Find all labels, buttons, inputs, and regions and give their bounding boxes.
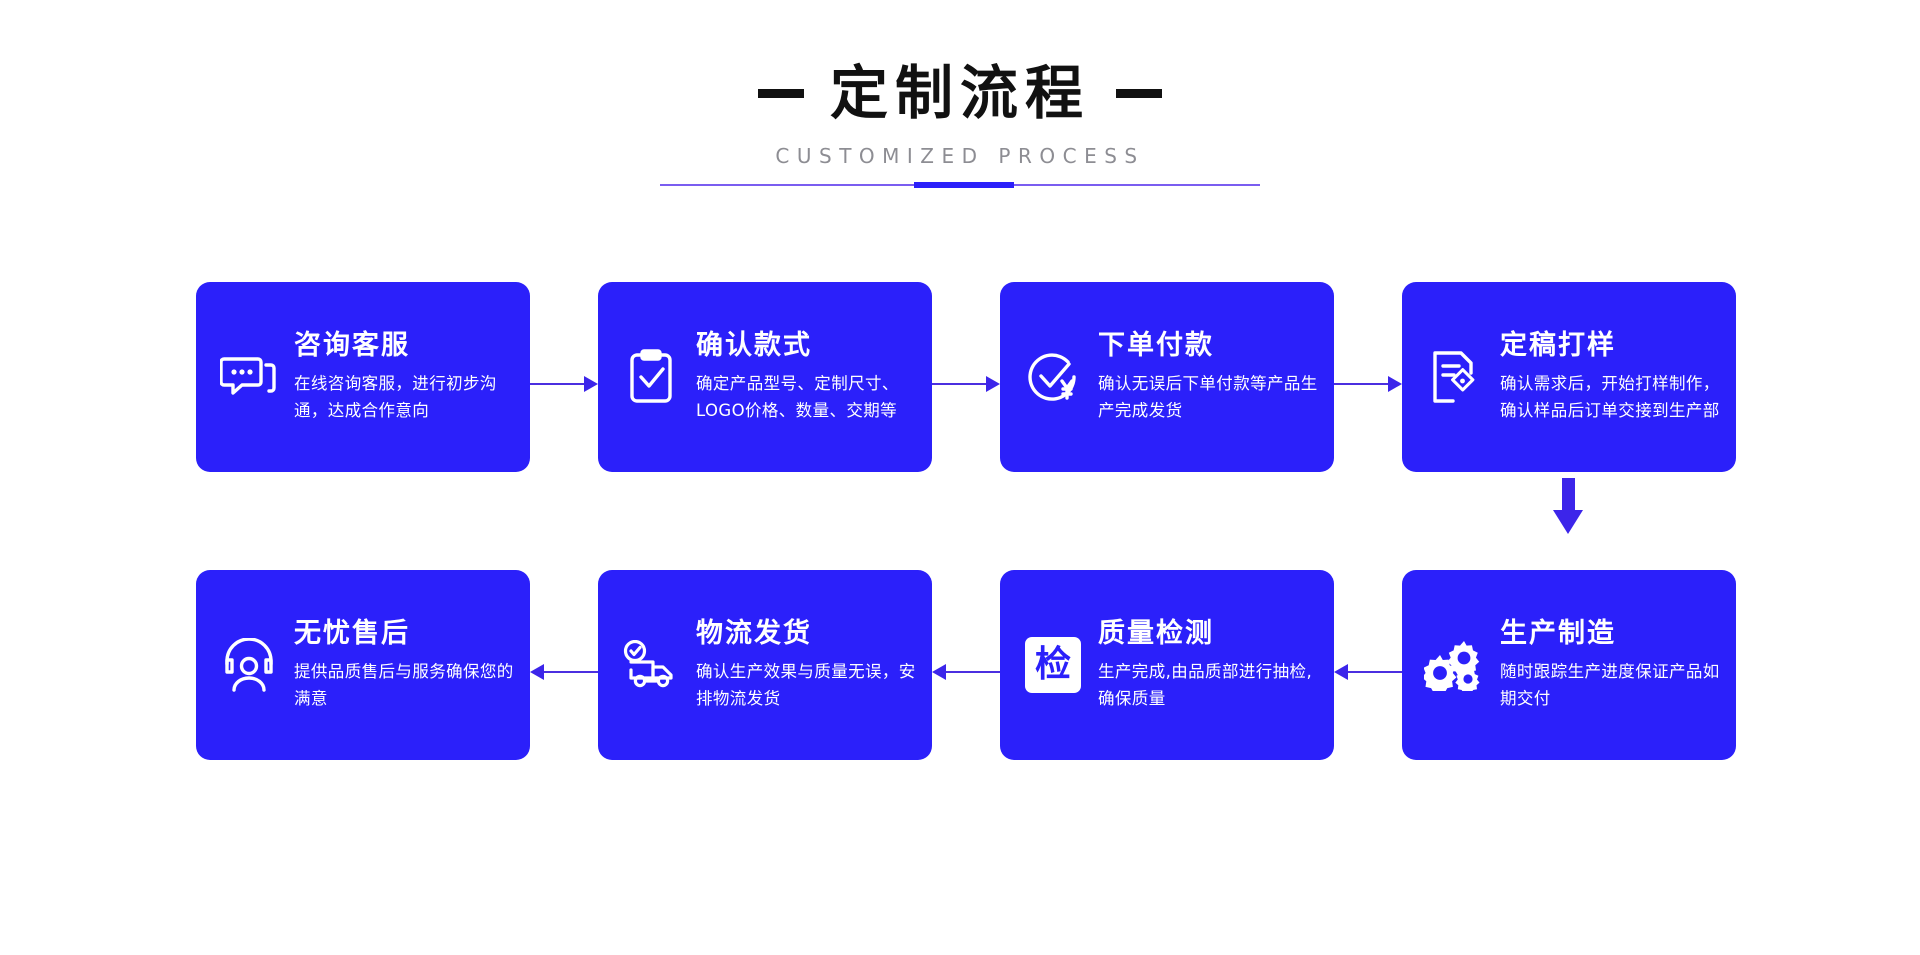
connector-arrowhead bbox=[1334, 664, 1348, 680]
connector-gap-6-7 bbox=[932, 570, 1000, 760]
process-flow: 咨询客服 在线咨询客服，进行初步沟通，达成合作意向 bbox=[196, 282, 1736, 760]
process-step-title-6: 质量检测 bbox=[1098, 618, 1214, 650]
process-step-title-7: 物流发货 bbox=[696, 618, 812, 650]
circle-check-yen-icon bbox=[1022, 346, 1084, 408]
process-step-title-4: 定稿打样 bbox=[1500, 330, 1616, 362]
process-step-desc-1: 在线咨询客服，进行初步沟通，达成合作意向 bbox=[294, 374, 497, 420]
process-step-card-1[interactable]: 咨询客服 在线咨询客服，进行初步沟通，达成合作意向 bbox=[196, 282, 530, 472]
connector-line bbox=[932, 383, 986, 385]
process-step-title-8: 无忧售后 bbox=[294, 618, 410, 650]
connector-gap-7-8 bbox=[530, 570, 598, 760]
headset-support-icon bbox=[218, 634, 280, 696]
process-step-desc-5: 随时跟踪生产进度保证产品如期交付 bbox=[1500, 662, 1720, 708]
connector-line bbox=[530, 383, 584, 385]
title-row: 定制流程 bbox=[0, 59, 1920, 127]
inspection-badge-icon: 检 bbox=[1022, 634, 1084, 696]
inspection-badge-glyph: 检 bbox=[1025, 637, 1081, 693]
process-step-desc-8: 提供品质售后与服务确保您的满意 bbox=[294, 662, 514, 708]
page-subtitle: CUSTOMIZED PROCESS bbox=[775, 143, 1145, 168]
arrow-down-icon bbox=[1553, 478, 1583, 536]
process-step-card-4[interactable]: 定稿打样 确认需求后，开始打样制作，确认样品后订单交接到生产部 bbox=[1402, 282, 1736, 472]
arrow-left-icon-2 bbox=[932, 664, 1000, 680]
truck-check-icon bbox=[620, 634, 682, 696]
process-step-title-2: 确认款式 bbox=[696, 330, 812, 362]
process-step-body-1: 咨询客服 在线咨询客服，进行初步沟通，达成合作意向 bbox=[294, 329, 516, 424]
connector-arrowhead bbox=[986, 376, 1000, 392]
connector-arrowhead bbox=[1388, 376, 1402, 392]
title-underline bbox=[660, 181, 1260, 188]
connector-line bbox=[1334, 383, 1388, 385]
connector-gap-5-6 bbox=[1334, 570, 1402, 760]
clipboard-check-icon bbox=[620, 346, 682, 408]
process-step-body-8: 无忧售后 提供品质售后与服务确保您的满意 bbox=[294, 617, 516, 712]
process-step-card-7[interactable]: 物流发货 确认生产效果与质量无误，安排物流发货 bbox=[598, 570, 932, 760]
connector-gap-3-4 bbox=[1334, 282, 1402, 472]
process-step-desc-3: 确认无误后下单付款等产品生产完成发货 bbox=[1098, 374, 1318, 420]
process-step-desc-4: 确认需求后，开始打样制作，确认样品后订单交接到生产部 bbox=[1500, 374, 1720, 420]
title-dash-left-icon bbox=[757, 89, 804, 99]
process-step-body-5: 生产制造 随时跟踪生产进度保证产品如期交付 bbox=[1500, 617, 1722, 712]
arrow-right-icon-3 bbox=[1334, 376, 1402, 392]
connector-gap-1-2 bbox=[530, 282, 598, 472]
connector-arrowhead bbox=[584, 376, 598, 392]
connector-line bbox=[946, 671, 1000, 673]
process-step-title-5: 生产制造 bbox=[1500, 618, 1616, 650]
process-step-body-3: 下单付款 确认无误后下单付款等产品生产完成发货 bbox=[1098, 329, 1320, 424]
arrow-down-head bbox=[1553, 510, 1583, 534]
connector-gap-2-3 bbox=[932, 282, 1000, 472]
process-step-title-3: 下单付款 bbox=[1098, 330, 1214, 362]
process-row-2: 无忧售后 提供品质售后与服务确保您的满意 bbox=[196, 570, 1736, 760]
connector-arrowhead bbox=[932, 664, 946, 680]
chat-bubble-dots-icon bbox=[218, 346, 280, 408]
page-title: 定制流程 bbox=[829, 59, 1090, 127]
process-step-card-5[interactable]: 生产制造 随时跟踪生产进度保证产品如期交付 bbox=[1402, 570, 1736, 760]
connector-line bbox=[544, 671, 598, 673]
process-step-body-2: 确认款式 确定产品型号、定制尺寸、LOGO价格、数量、交期等 bbox=[696, 329, 918, 424]
process-step-body-7: 物流发货 确认生产效果与质量无误，安排物流发货 bbox=[696, 617, 918, 712]
title-dash-right-icon bbox=[1116, 89, 1162, 99]
connector-line bbox=[1348, 671, 1402, 673]
process-step-title-1: 咨询客服 bbox=[294, 330, 410, 362]
process-step-body-4: 定稿打样 确认需求后，开始打样制作，确认样品后订单交接到生产部 bbox=[1500, 329, 1722, 424]
gears-icon bbox=[1424, 634, 1486, 696]
process-step-card-8[interactable]: 无忧售后 提供品质售后与服务确保您的满意 bbox=[196, 570, 530, 760]
process-step-card-2[interactable]: 确认款式 确定产品型号、定制尺寸、LOGO价格、数量、交期等 bbox=[598, 282, 932, 472]
process-step-card-6[interactable]: 检 质量检测 生产完成,由品质部进行抽检,确保质量 bbox=[1000, 570, 1334, 760]
connector-arrowhead bbox=[530, 664, 544, 680]
arrow-down-shaft bbox=[1562, 478, 1575, 512]
process-step-body-6: 质量检测 生产完成,由品质部进行抽检,确保质量 bbox=[1098, 617, 1320, 712]
document-tag-icon bbox=[1424, 346, 1486, 408]
process-step-desc-7: 确认生产效果与质量无误，安排物流发货 bbox=[696, 662, 916, 708]
arrow-left-icon-1 bbox=[530, 664, 598, 680]
process-row-1: 咨询客服 在线咨询客服，进行初步沟通，达成合作意向 bbox=[196, 282, 1736, 534]
process-step-card-3[interactable]: 下单付款 确认无误后下单付款等产品生产完成发货 bbox=[1000, 282, 1334, 472]
header: 定制流程 CUSTOMIZED PROCESS bbox=[0, 59, 1920, 188]
arrow-right-icon-2 bbox=[932, 376, 1000, 392]
process-step-desc-2: 确定产品型号、定制尺寸、LOGO价格、数量、交期等 bbox=[696, 374, 899, 420]
underline-accent-segment bbox=[914, 181, 1014, 188]
process-step-desc-6: 生产完成,由品质部进行抽检,确保质量 bbox=[1098, 662, 1313, 708]
arrow-left-icon-3 bbox=[1334, 664, 1402, 680]
arrow-right-icon-1 bbox=[530, 376, 598, 392]
